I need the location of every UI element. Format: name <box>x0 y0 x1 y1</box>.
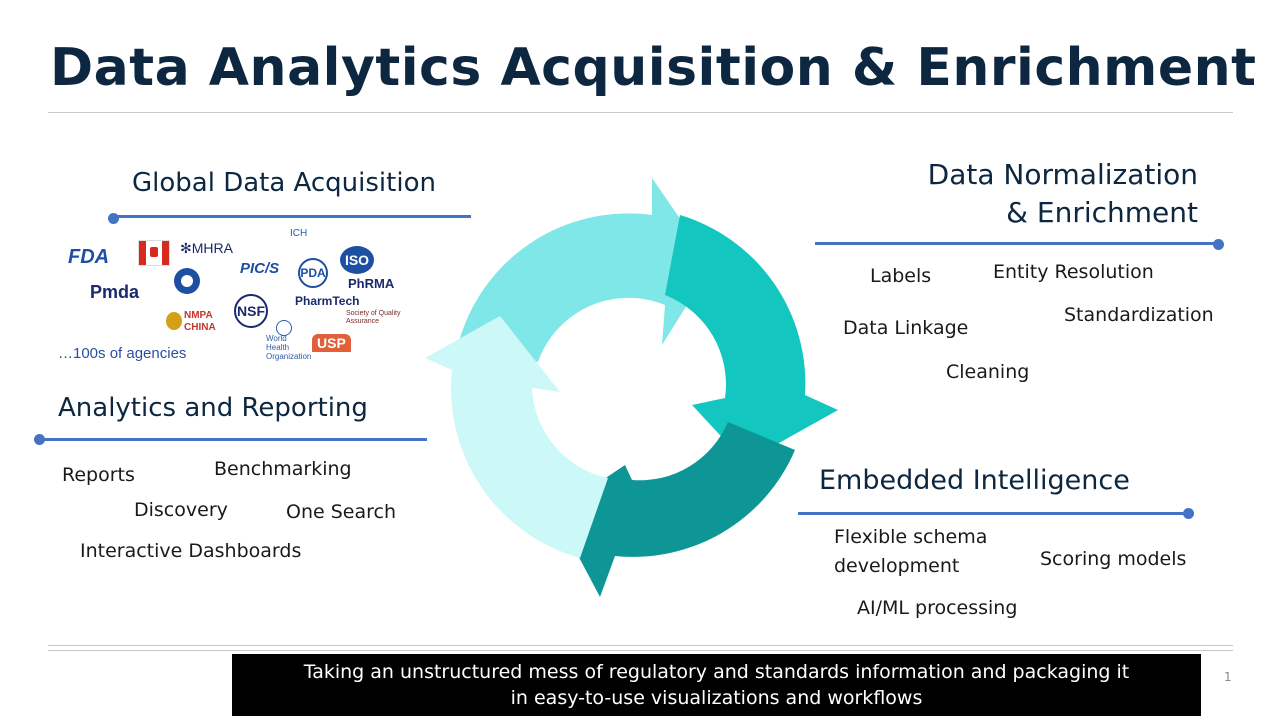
logo-health-canada <box>138 240 170 266</box>
caption-line-2: in easy-to-use visualizations and workfl… <box>510 687 923 709</box>
logo-iso: ISO <box>340 246 374 274</box>
intelligence-line-dot <box>1183 508 1194 519</box>
intelligence-line <box>798 512 1188 515</box>
normalization-item-entity-resolution: Entity Resolution <box>993 261 1154 283</box>
agency-logos: FDA ✻MHRA PIC/S ICH PDA ISO Pmda NSF Pha… <box>62 228 407 361</box>
logo-usp: USP <box>312 334 351 352</box>
title-divider <box>48 112 1233 113</box>
logo-nsf: NSF <box>234 294 268 328</box>
agencies-note: …100s of agencies <box>58 345 187 362</box>
logo-mhra: ✻MHRA <box>180 240 233 256</box>
logo-nmpa: NMPA CHINA <box>164 308 216 334</box>
normalization-item-labels: Labels <box>870 265 932 287</box>
normalization-heading-line1: Data Normalization <box>927 158 1198 191</box>
logo-who: World Health Organization <box>266 320 311 361</box>
analytics-line <box>40 438 427 441</box>
analytics-item-one-search: One Search <box>286 501 397 523</box>
normalization-item-data-linkage: Data Linkage <box>843 317 969 339</box>
logo-ema <box>174 268 200 294</box>
analytics-item-interactive-dashboards: Interactive Dashboards <box>80 540 302 562</box>
logo-pics: PIC/S <box>240 260 280 277</box>
analytics-item-benchmarking: Benchmarking <box>214 458 352 480</box>
logo-pharmtech: PharmTech <box>295 294 360 308</box>
caption-banner: Taking an unstructured mess of regulator… <box>232 654 1201 716</box>
cycle-arrow-top-left <box>458 178 712 362</box>
normalization-line-dot <box>1213 239 1224 250</box>
intelligence-item-flexible-schema: Flexible schema <box>834 526 988 548</box>
caption-line-1: Taking an unstructured mess of regulator… <box>303 661 1130 683</box>
intelligence-item-ai-ml-processing: AI/ML processing <box>857 597 1018 619</box>
page-number: 1 <box>1224 670 1232 684</box>
cycle-diagram <box>425 178 838 597</box>
cycle-arrow-bottom-left <box>425 316 608 558</box>
acquisition-line-dot <box>108 213 119 224</box>
acquisition-line <box>114 215 471 218</box>
logo-pmda: Pmda <box>90 282 140 302</box>
logo-phrma: PhRMA <box>348 276 395 291</box>
page-title: Data Analytics Acquisition & Enrichment <box>50 38 1257 98</box>
analytics-item-reports: Reports <box>62 464 135 486</box>
analytics-heading: Analytics and Reporting <box>58 393 368 423</box>
logo-sqa: Society of Quality Assurance <box>346 310 401 325</box>
intelligence-heading: Embedded Intelligence <box>819 465 1130 496</box>
normalization-item-standardization: Standardization <box>1064 304 1214 326</box>
normalization-item-cleaning: Cleaning <box>946 361 1030 383</box>
logo-pda: PDA <box>298 258 328 288</box>
acquisition-heading: Global Data Acquisition <box>132 168 436 198</box>
footer-divider <box>48 645 1233 651</box>
intelligence-item-scoring-models: Scoring models <box>1040 548 1187 570</box>
intelligence-item-development: development <box>834 555 960 577</box>
logo-fda: FDA <box>68 246 110 268</box>
normalization-line <box>815 242 1219 245</box>
cycle-arrow-bottom-right <box>555 422 795 597</box>
analytics-line-dot <box>34 434 45 445</box>
normalization-heading-line2: & Enrichment <box>1006 196 1198 229</box>
analytics-item-discovery: Discovery <box>134 499 228 521</box>
cycle-arrow-top-right <box>665 215 838 462</box>
logo-ich: ICH <box>290 228 308 239</box>
